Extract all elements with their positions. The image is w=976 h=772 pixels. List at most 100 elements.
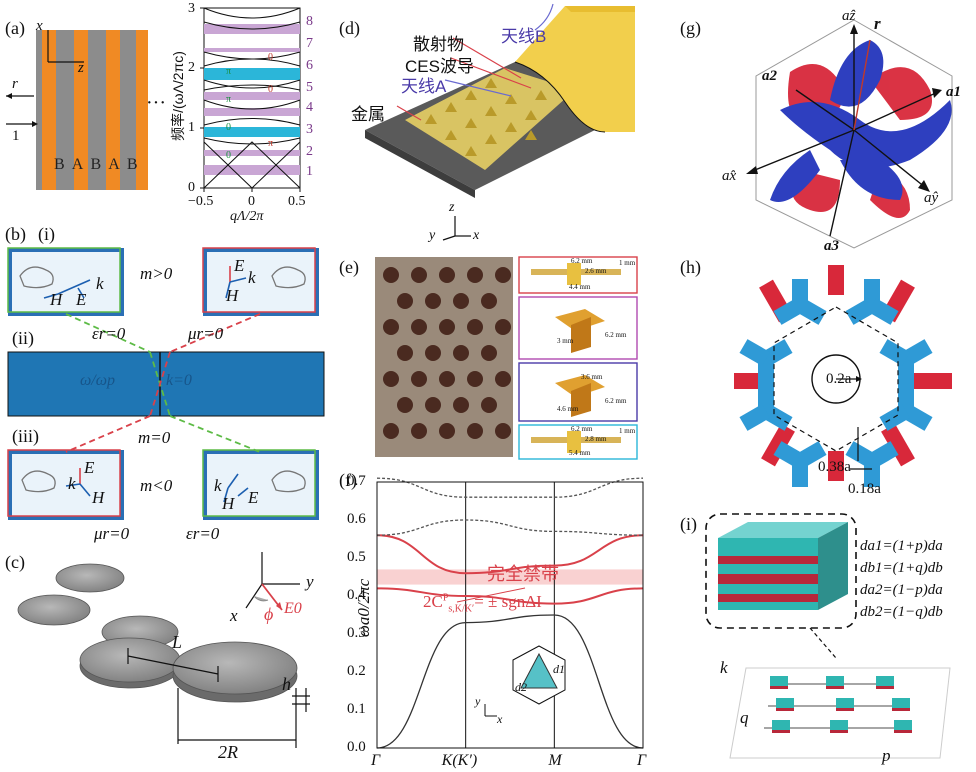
arrow-1-label: 1: [12, 128, 20, 144]
layer-b: [106, 30, 120, 190]
ytick: 0.0: [347, 739, 366, 755]
label-scatterer: 散射物: [413, 35, 464, 54]
panel-label-i: (i): [680, 514, 697, 534]
sub-label-i: (i): [38, 224, 55, 244]
inner-label: 0: [268, 84, 273, 95]
band-curve: [376, 614, 644, 749]
m-negative: m<0: [140, 476, 173, 495]
axis-y: y: [306, 572, 314, 591]
chern-rhs: = ± sgnΔI: [474, 592, 542, 611]
dim-label: 3.6 mm: [581, 373, 603, 381]
layer-letters: B A B A B: [54, 156, 140, 173]
band-curve: [376, 477, 644, 498]
dim-label: 6.2 mm: [571, 257, 593, 265]
label-antenna-b: 天线B: [501, 27, 547, 46]
band-number: 1: [306, 164, 313, 179]
layered-structure: [6, 30, 148, 190]
band-number: 3: [306, 122, 313, 137]
m-zero: m=0: [138, 428, 171, 447]
axis-x: x: [473, 228, 480, 243]
ytick: 0.4: [347, 587, 366, 603]
band-number: 6: [306, 58, 313, 73]
dim-label: 2.8 mm: [585, 435, 607, 443]
eq-db2: db2=(1−q)db: [860, 604, 943, 620]
inner-label: 0: [226, 122, 231, 133]
ytick: 0.6: [347, 511, 366, 527]
ytick: 0.7: [347, 473, 366, 489]
inset-d2: d2: [515, 680, 527, 694]
inner-label: 0: [226, 150, 231, 161]
axis-ax: ax̂: [722, 168, 737, 184]
vec-H: H: [92, 488, 105, 507]
disk-array: [17, 552, 310, 748]
axis-k: k: [720, 658, 728, 677]
inner-label: π: [268, 138, 274, 149]
axis-x: x: [230, 606, 238, 625]
panel-g: (g) aẑ r a1: [660, 0, 976, 255]
vec-E: E: [234, 256, 245, 275]
xtick: M: [548, 752, 562, 769]
panel-label-c: (c): [5, 552, 25, 572]
panel-f: (f) ωa0/2πc 完全禁带 2CPs,K/K′= ± sgnΔI d1 d…: [335, 468, 647, 772]
panel-label-e: (e): [339, 257, 359, 277]
ytick: 0.5: [347, 549, 366, 565]
axis-p: p: [882, 746, 891, 765]
band-curve: [376, 587, 644, 605]
vec-k: k: [96, 274, 104, 293]
axis-z-label: z: [78, 60, 84, 76]
dim-label: 5.4 mm: [569, 449, 591, 457]
eps-zero-bottom: εr=0: [186, 524, 220, 543]
mu-zero-bottom: μr=0: [94, 524, 130, 543]
axis-q: q: [740, 708, 749, 727]
band-curve: [376, 519, 644, 536]
xtick: Γ: [637, 752, 647, 769]
panel-b: (b) (i): [0, 222, 330, 543]
inner-label: π: [226, 94, 232, 105]
panel-i: (i) da1=(1+p)da db1=(1+q)db da2=(1−p)da …: [660, 508, 976, 772]
ytick: 0.3: [347, 625, 366, 641]
width-038: 0.38a: [818, 459, 851, 475]
label-antenna-a: 天线A: [401, 77, 447, 96]
ytick: 0.1: [347, 701, 366, 717]
inset-x: x: [497, 712, 503, 726]
panel-label-f: (f): [339, 470, 357, 490]
x-axis-label: qΛ/2π: [230, 209, 264, 224]
xtick: −0.5: [188, 194, 214, 209]
dim-label: 1 mm: [619, 259, 636, 267]
eq-db1: db1=(1+q)db: [860, 560, 943, 576]
ytick: 0.2: [347, 663, 366, 679]
layer-b: [74, 30, 88, 190]
panel-label-a: (a): [5, 18, 25, 38]
dim-label: 4.6 mm: [557, 405, 579, 413]
panel-d: (d) 散射物 CES波导 天线A: [335, 0, 635, 250]
inner-label: π: [226, 66, 232, 77]
ytick: 0: [188, 180, 195, 195]
dim-label: 4.4 mm: [569, 283, 591, 291]
band-gap-label: 完全禁带: [487, 564, 559, 584]
axis-az: aẑ: [842, 8, 856, 24]
panel-label-g: (g): [680, 18, 701, 38]
panel-e: (e) 6.2 mm 1 mm 2.6 mm 4.4 mm 6.2 mm 3 m…: [335, 255, 640, 465]
chern-sub: s,K/K′: [448, 603, 475, 615]
gyroid-structure: [746, 19, 953, 249]
vector-a3: a3: [824, 238, 839, 254]
xtick: 0.5: [288, 194, 306, 209]
layer-b: [136, 30, 148, 190]
band-gap-region: [377, 569, 643, 585]
panel-c: (c): [0, 548, 330, 772]
eq-da2: da2=(1−p)da: [860, 582, 943, 598]
vec-k: k: [68, 474, 76, 493]
panel-label-d: (d): [339, 18, 360, 38]
layer-b: [42, 30, 56, 190]
mu-zero-top: μr=0: [188, 324, 224, 343]
axis-ay: aŷ: [924, 190, 939, 206]
vec-E: E: [76, 290, 87, 309]
vec-k: k: [214, 476, 222, 495]
plot-frame: [376, 481, 644, 749]
axis-x-label: x: [36, 18, 43, 34]
arrow-r-label: r: [12, 76, 18, 92]
sub-label-iii: (iii): [12, 426, 39, 446]
k-zero: k=0: [166, 372, 192, 389]
band-number: 8: [306, 14, 313, 29]
